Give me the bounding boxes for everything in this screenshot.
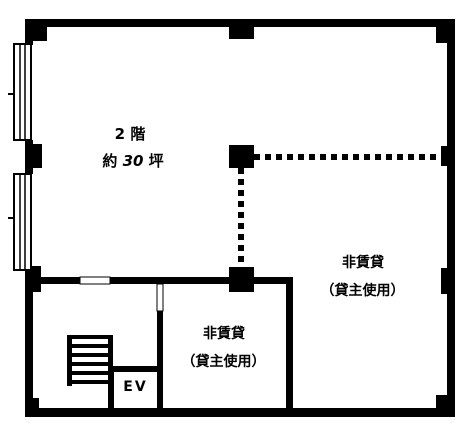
door-mid-opening <box>156 283 164 312</box>
floor-name: 2 階 <box>114 125 146 143</box>
column-bottom-right <box>436 395 455 417</box>
right-room-note: （貸主使用） <box>320 283 405 299</box>
wall-ev-top <box>108 366 163 372</box>
column-top-center <box>229 19 254 39</box>
door-openings <box>79 276 164 312</box>
door-top-opening <box>79 276 111 285</box>
dotted-partitions <box>238 154 441 267</box>
wall-interior-horizontal <box>33 277 293 284</box>
floor-name-label: 2 階 <box>105 127 155 142</box>
area-prefix: 約 <box>102 152 118 170</box>
right-room-label: 非賃貸 <box>342 255 384 271</box>
wall-interior-mid-vertical <box>157 311 163 417</box>
area-value: 30 <box>122 152 144 170</box>
column-bottom-left <box>25 398 39 417</box>
wall-left-bottom <box>25 270 33 417</box>
middle-room-label: 非賃貸 <box>203 326 245 342</box>
wall-ev-left <box>108 366 114 417</box>
middle-room-note: （貸主使用） <box>181 354 266 370</box>
column-top-left <box>25 19 47 41</box>
column-right-lower <box>441 268 455 294</box>
window-upper <box>8 43 32 141</box>
structural-columns <box>25 19 455 417</box>
column-center <box>229 145 254 168</box>
column-top-right <box>436 19 455 43</box>
floor-area-label: 約 30 坪 <box>88 154 178 169</box>
column-left-mid <box>25 144 42 168</box>
column-right-mid <box>441 146 455 166</box>
elevator-label: EV <box>123 379 148 395</box>
area-unit: 坪 <box>148 152 164 170</box>
wall-right <box>447 19 455 417</box>
wall-interior-right-vertical <box>286 277 293 417</box>
staircase-icon <box>67 335 113 386</box>
wall-bottom <box>25 408 455 417</box>
window-lower <box>8 173 32 271</box>
